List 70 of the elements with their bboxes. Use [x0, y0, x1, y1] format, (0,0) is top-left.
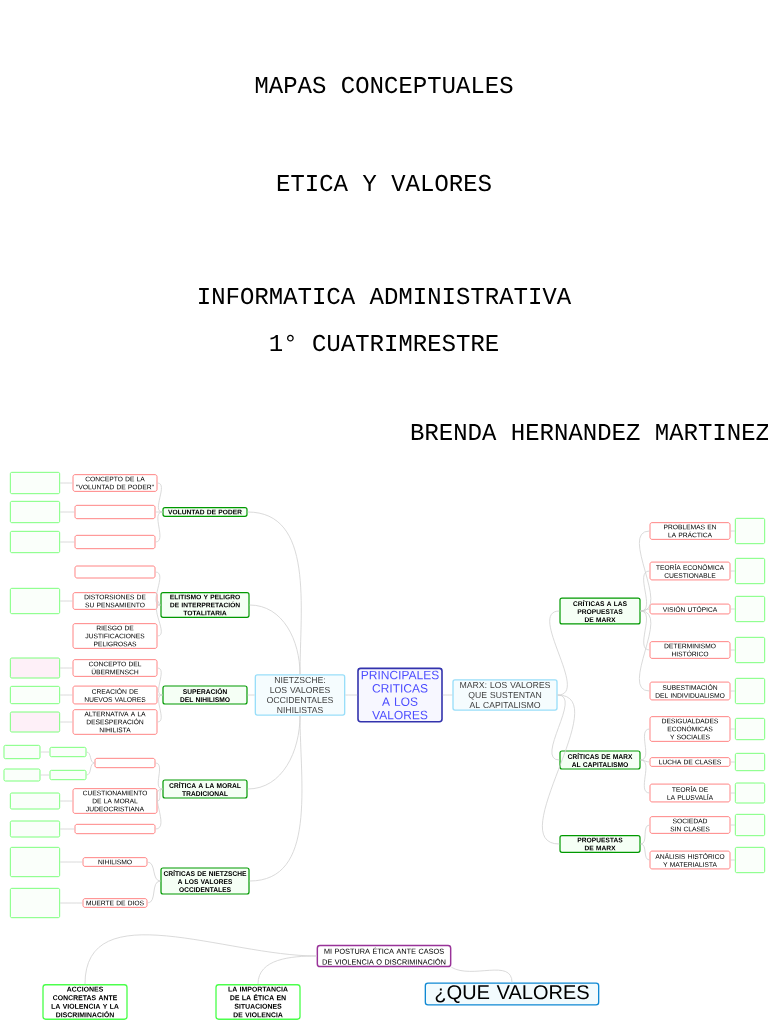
detail-box — [49, 769, 87, 781]
connector-line — [542, 694, 575, 845]
detail-box — [734, 517, 766, 545]
connector-line — [640, 843, 650, 861]
detail-box — [9, 887, 61, 919]
idea-box — [94, 757, 156, 769]
detail-box — [734, 813, 766, 837]
detail-box — [9, 587, 61, 615]
detail-box — [734, 717, 766, 741]
detail-box — [9, 820, 61, 838]
heading-text: 1° CUATRIMRESTRE — [270, 334, 498, 352]
detail-box — [734, 752, 766, 772]
detail-box — [9, 711, 61, 733]
detail-box — [734, 595, 766, 623]
connector-line — [157, 667, 163, 696]
connector-line — [551, 694, 566, 761]
detail-box — [9, 846, 61, 878]
connector-line — [157, 694, 163, 696]
connector-line — [549, 610, 568, 696]
connector-line — [155, 511, 163, 513]
detail-box — [3, 768, 41, 782]
connector-line — [86, 762, 95, 776]
connector-line — [640, 728, 650, 761]
connector-line — [451, 966, 513, 983]
detail-box — [3, 744, 41, 760]
connector-line — [155, 788, 163, 830]
connector-line — [640, 608, 650, 612]
idea-box — [74, 565, 156, 579]
connector-line — [257, 955, 317, 985]
detail-box — [734, 782, 766, 804]
title: MAPAS CONCEPTUALES — [255, 76, 513, 94]
detail-box — [734, 677, 766, 705]
connector-line — [640, 824, 650, 845]
connector-line — [640, 570, 650, 612]
connector-line — [640, 610, 650, 651]
detail-box — [734, 636, 766, 664]
connector-line — [147, 861, 161, 882]
connector-line — [157, 694, 163, 723]
connector-line — [86, 751, 95, 764]
topic-box: ¿QUE VALORES — [424, 982, 600, 1006]
connector-line — [640, 759, 650, 794]
connector-line — [638, 610, 652, 692]
detail-box — [734, 846, 766, 874]
connector-line — [156, 604, 162, 637]
central-topic-box: PRINCIPALES CRITICAS A LOS VALORES — [357, 667, 443, 723]
connector-line — [157, 482, 163, 513]
idea-box — [74, 823, 156, 835]
connector-line — [155, 511, 163, 543]
heading-text: ETICA Y VALORES — [277, 174, 491, 192]
detail-box — [9, 685, 61, 705]
detail-box — [9, 500, 61, 524]
connector-line — [157, 600, 161, 606]
connector-line — [638, 530, 652, 612]
detail-box — [49, 746, 87, 758]
detail-box — [9, 657, 61, 679]
heading-text: INFORMATICA ADMINISTRATIVA — [199, 287, 572, 305]
detail-box — [9, 792, 61, 810]
main-topic-box: MARX: LOS VALORES QUE SUSTENTAN AL CAPITALISMO — [452, 679, 558, 711]
connector-line — [155, 762, 163, 790]
connector-line — [147, 880, 161, 904]
main-topic-box: NIETZSCHE: LOS VALORES OCCIDENTALES NIHILISTAS — [254, 674, 346, 716]
detail-box — [734, 557, 766, 585]
connector-line — [157, 788, 163, 802]
idea-box — [74, 534, 156, 550]
detail-box — [9, 530, 61, 554]
connector-line — [249, 715, 303, 882]
idea-box — [74, 504, 156, 520]
detail-box — [9, 471, 61, 495]
connector-line — [155, 571, 161, 606]
connector-line — [249, 604, 301, 675]
